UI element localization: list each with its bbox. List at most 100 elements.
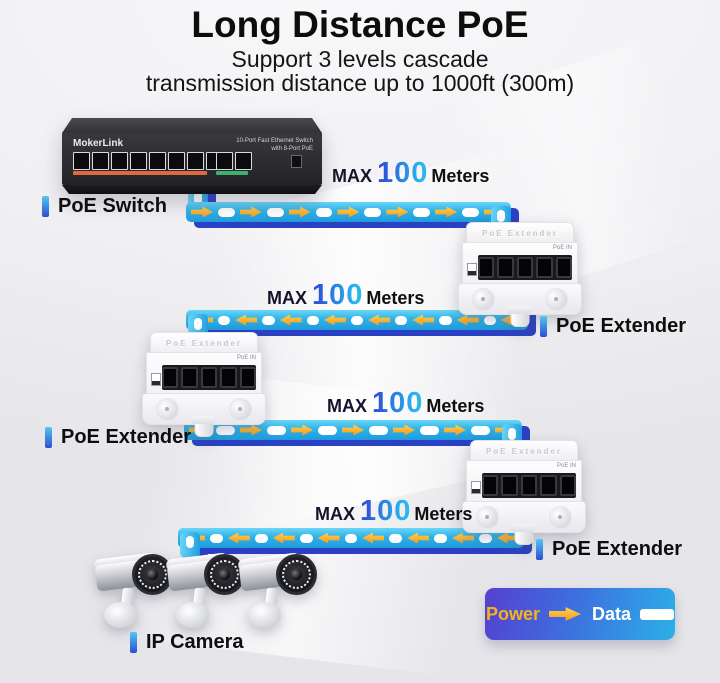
flow-dash-icon [299,533,313,543]
cable-dash [194,318,202,330]
flow-arrow-icon [291,424,313,436]
rj45-port [161,367,179,388]
rj45-port [168,152,185,170]
extender-port-panel: PoE IN [146,352,262,394]
extender-embossed-text: PoE Extender [485,446,562,456]
rj45-port [497,257,514,278]
rj45-port [481,475,499,496]
subtitle-line-2: transmission distance up to 1000ft (300m… [145,70,575,96]
rj45-port [92,152,109,170]
poe-extender1-device: PoE Extender PoE IN [458,222,582,327]
cable-gland [506,306,532,327]
extender-port-panel: PoE IN [462,242,578,284]
extender-mount-plate [462,501,586,545]
flow-arrow-icon [435,206,458,218]
rj45-port [200,367,218,388]
poe-extender3-device: PoE Extender PoE IN [462,440,586,545]
max-text: MAX [332,166,372,186]
unit-text: Meters [366,288,425,308]
distance-label-2: MAX 100 Meters [267,279,424,312]
camera-lens [291,569,302,580]
flow-dash-icon [462,207,479,217]
switch-base [62,185,322,194]
flow-dash-icon [218,207,235,217]
rj45-port [216,152,233,170]
uplink-ports-strip [216,171,248,175]
page-title: Long Distance PoE [191,4,529,45]
rj45-port [540,475,557,496]
extender-small-port [471,481,481,494]
extender-lid: PoE Extender [470,440,578,461]
extender-ports [481,473,577,498]
ip-camera-1 [92,552,173,632]
extender3-label: PoE Extender [536,538,682,561]
distance-value: 100 [312,279,364,311]
extender-embossed-text: PoE Extender [165,338,242,348]
rj45-port [516,257,534,278]
distance-value: 100 [372,387,424,419]
flow-arrow-icon [273,532,295,544]
rj45-port [111,152,128,170]
extender-port-label: PoE IN [236,355,256,361]
cable-gland [510,524,536,545]
camera-mount-base [104,602,137,628]
extender-ports [477,255,573,280]
poe-ports-strip [73,171,207,175]
rj45-port [239,367,257,388]
extender-mount-plate [142,393,266,437]
distance-label-4: MAX 100 Meters [315,495,472,528]
extender-embossed-text: PoE Extender [481,228,558,238]
flow-dash-icon [315,207,333,217]
rj45-port [555,257,573,278]
flow-dash-icon [306,315,319,325]
rj45-port [149,152,166,170]
label-accent-bar [42,196,49,217]
flow-arrow-icon [318,532,340,544]
flow-dash-icon [266,207,284,217]
flow-dash-icon [218,315,231,325]
flow-arrow-icon [288,206,311,218]
camera-mount-base [176,602,209,628]
flow-arrow-icon [337,206,360,218]
flow-dash-icon [267,425,286,435]
extender2-label-text: PoE Extender [61,426,192,448]
flow-dash-icon [439,315,452,325]
cable-dash [508,428,516,440]
flow-dash-icon [369,425,388,435]
dip-switch [291,155,302,168]
poe-switch-device: MokerLink 10-Port Fast Ethernet Switch w… [62,118,322,194]
label-accent-bar [130,632,137,653]
cable-dash [186,536,194,548]
rj45-port [520,475,538,496]
cable-gland [190,416,216,437]
flow-dash-icon [262,315,275,325]
unit-text: Meters [414,504,473,524]
distance-label-3: MAX 100 Meters [327,387,484,420]
extender1-label-text: PoE Extender [556,315,687,337]
flow-dash-icon [254,533,268,543]
extender-small-port [151,373,161,386]
distance-value: 100 [377,157,429,189]
subtitle-line-1: Support 3 levels cascade [231,46,489,72]
ip-camera-2 [164,552,245,632]
camera-lens [147,569,158,580]
flow-dash-icon [209,533,223,543]
data-dash-icon [640,608,675,620]
flow-arrow-icon [235,314,257,326]
max-text: MAX [267,288,307,308]
extender-mount-plate [458,283,582,327]
flow-arrow-icon [324,314,346,326]
flow-dash-icon [413,207,431,217]
flow-dash-icon [420,425,439,435]
legend-power-label: Power [485,603,540,624]
extender2-label: PoE Extender [45,426,191,449]
rj45-port [220,367,237,388]
rj45-port [536,257,553,278]
flow-dash-icon [389,533,403,543]
flow-arrow-icon [191,206,213,218]
flow-arrow-icon [342,424,364,436]
max-text: MAX [315,504,355,524]
flow-arrow-icon [239,206,262,218]
extender1-label: PoE Extender [540,315,686,338]
flow-dash-icon [350,315,364,325]
